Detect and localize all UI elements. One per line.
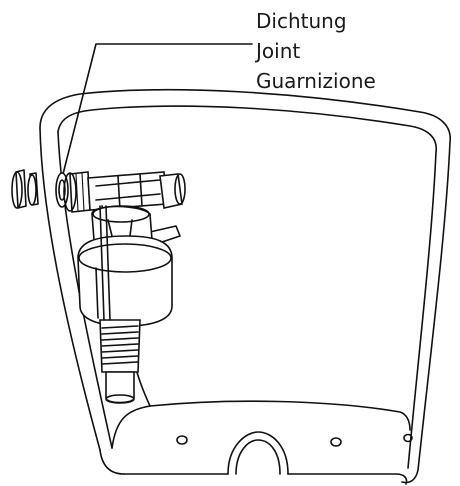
- seal-label-german: Dichtung: [256, 9, 347, 33]
- seal-label-italian: Guarnizione: [256, 69, 376, 93]
- fill-valve: [63, 171, 186, 404]
- seal-label-group: Dichtung Joint Guarnizione: [256, 6, 376, 96]
- seal-leader-line: [61, 43, 253, 179]
- seal-label-french: Joint: [256, 39, 301, 63]
- cistern-tank: [39, 88, 451, 485]
- outer-nut: [11, 169, 39, 209]
